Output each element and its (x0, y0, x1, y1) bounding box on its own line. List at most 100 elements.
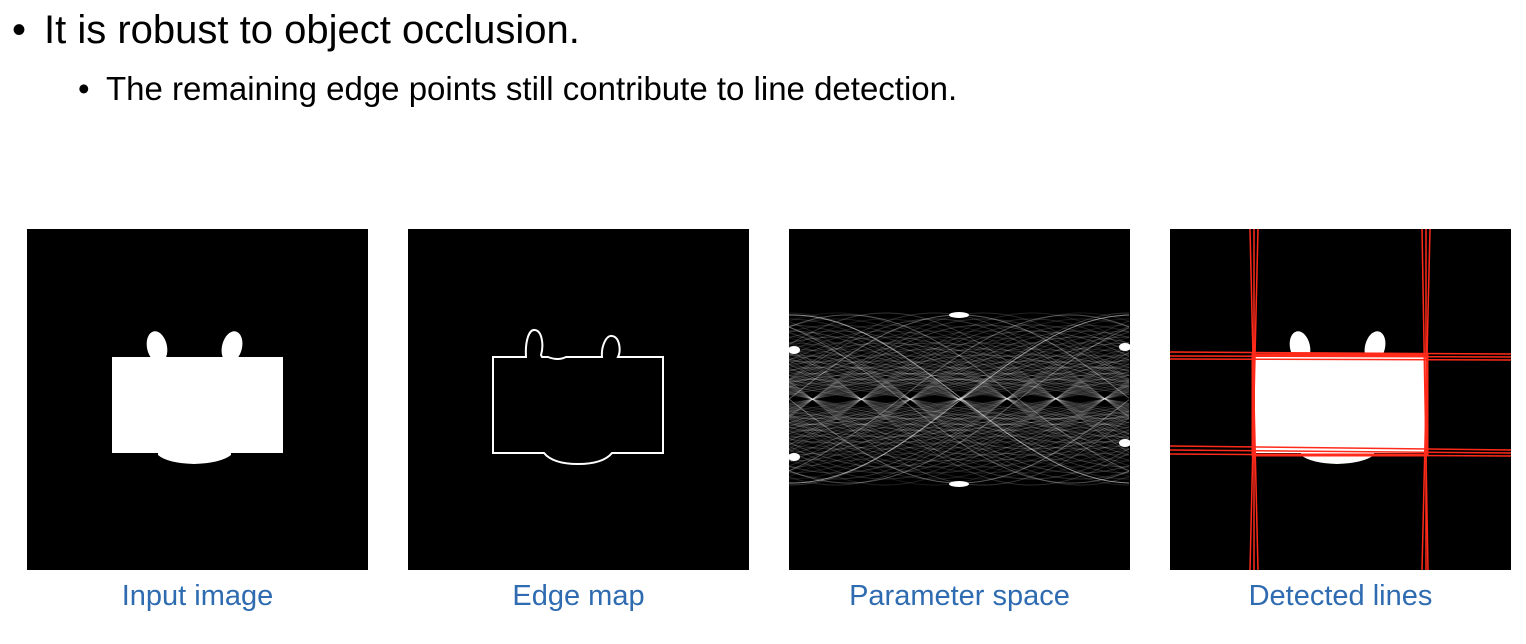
hough-curve (789, 318, 1130, 450)
hough-curve (789, 375, 1130, 438)
hough-curve (789, 332, 1130, 474)
hough-curve (789, 326, 1130, 480)
hough-curve (789, 342, 1130, 450)
hough-curve (789, 381, 1130, 480)
hough-curve (789, 366, 1130, 429)
peak-left-lower (789, 453, 800, 461)
hough-curve (789, 393, 1130, 420)
hough-curve (789, 342, 1130, 412)
input-bottom-bump (158, 451, 231, 464)
hough-curve (789, 353, 1130, 450)
hough-curve (789, 342, 1130, 435)
hough-sinusoids (789, 312, 1130, 486)
hough-curve (789, 336, 1130, 462)
hough-curve (789, 354, 1130, 410)
hough-curve (789, 366, 1130, 420)
hough-curve (789, 320, 1130, 486)
peak-right-upper (1119, 343, 1130, 351)
hough-curve (789, 348, 1130, 450)
hough-curve (789, 336, 1130, 413)
hough-curve (789, 312, 1130, 477)
peak-bottom (949, 481, 969, 487)
hough-curve (789, 389, 1130, 438)
hough-curve (789, 359, 1130, 444)
hough-curve (789, 378, 1130, 418)
edge-map-figure (408, 229, 749, 570)
hough-curve (789, 326, 1130, 480)
hough-curve (789, 312, 1130, 453)
hough-curve (789, 386, 1130, 456)
input-left-ear (146, 331, 168, 363)
hough-curve (789, 394, 1130, 420)
hough-curve (789, 354, 1130, 440)
hough-curve (789, 354, 1130, 427)
hough-curve (789, 371, 1130, 444)
hough-curve (789, 330, 1130, 468)
detected-rectangle (1255, 357, 1426, 453)
hough-curve (789, 355, 1130, 468)
hough-curve (789, 366, 1130, 420)
detected-lines-figure (1170, 229, 1511, 570)
peak-top (949, 312, 969, 318)
hough-curve (789, 360, 1130, 462)
hough-curve (789, 312, 1130, 477)
bullet-text: It is robust to object occlusion. (44, 8, 580, 52)
hough-envelope-curve (789, 326, 1130, 484)
hough-curve (789, 360, 1130, 424)
hough-curve (789, 348, 1130, 450)
hough-curve (789, 342, 1130, 462)
hough-curve (789, 375, 1130, 426)
hough-curve (789, 364, 1130, 456)
hough-envelope-curve (789, 314, 1130, 484)
detected-lines-graphic (1170, 229, 1511, 570)
hough-curve (789, 367, 1130, 450)
hough-curve (789, 342, 1130, 456)
hough-curve (789, 367, 1130, 450)
input-image-figure (27, 229, 368, 570)
hough-curve (789, 360, 1130, 434)
hough-curve (789, 354, 1130, 444)
hough-curve (789, 318, 1130, 417)
hough-curve (789, 354, 1130, 440)
hough-curve (789, 324, 1130, 416)
hough-curve (789, 318, 1130, 417)
hough-curve (789, 353, 1130, 474)
hough-curve (789, 385, 1130, 456)
hough-curve (789, 372, 1130, 423)
input-right-ear (221, 331, 243, 363)
hough-curve (789, 354, 1130, 444)
hough-curve (789, 318, 1130, 480)
edge-map-graphic (408, 229, 749, 570)
hough-curve (789, 336, 1130, 414)
hough-curve (789, 330, 1130, 461)
hough-curve (789, 330, 1130, 442)
hough-curve (789, 381, 1130, 474)
hough-curve (789, 318, 1130, 472)
hough-curve (789, 358, 1130, 444)
hough-curve (789, 360, 1130, 408)
hough-curve (789, 378, 1130, 432)
hough-curve (789, 324, 1130, 446)
hough-curve (789, 312, 1130, 486)
input-occluding-rectangle (112, 357, 283, 453)
hough-curve (789, 354, 1130, 410)
hough-curve (789, 336, 1130, 438)
hough-curve (789, 380, 1130, 420)
hough-curve (789, 366, 1130, 407)
hough-curve (789, 378, 1130, 412)
hough-curve (789, 321, 1130, 486)
hough-curve (789, 324, 1130, 416)
detected-line-right-1 (1421, 229, 1429, 570)
hough-curve (789, 348, 1130, 445)
hough-curve (789, 366, 1130, 432)
hough-curve (789, 348, 1130, 431)
hough-curve (789, 378, 1130, 420)
hough-curve (789, 356, 1130, 468)
hough-curve (789, 336, 1130, 438)
hough-curve (789, 353, 1130, 450)
hough-curve (789, 378, 1130, 420)
parameter-background (789, 229, 1130, 570)
hough-envelope-curve (789, 314, 1130, 472)
hough-curve (789, 384, 1130, 468)
hough-curve (789, 372, 1130, 406)
